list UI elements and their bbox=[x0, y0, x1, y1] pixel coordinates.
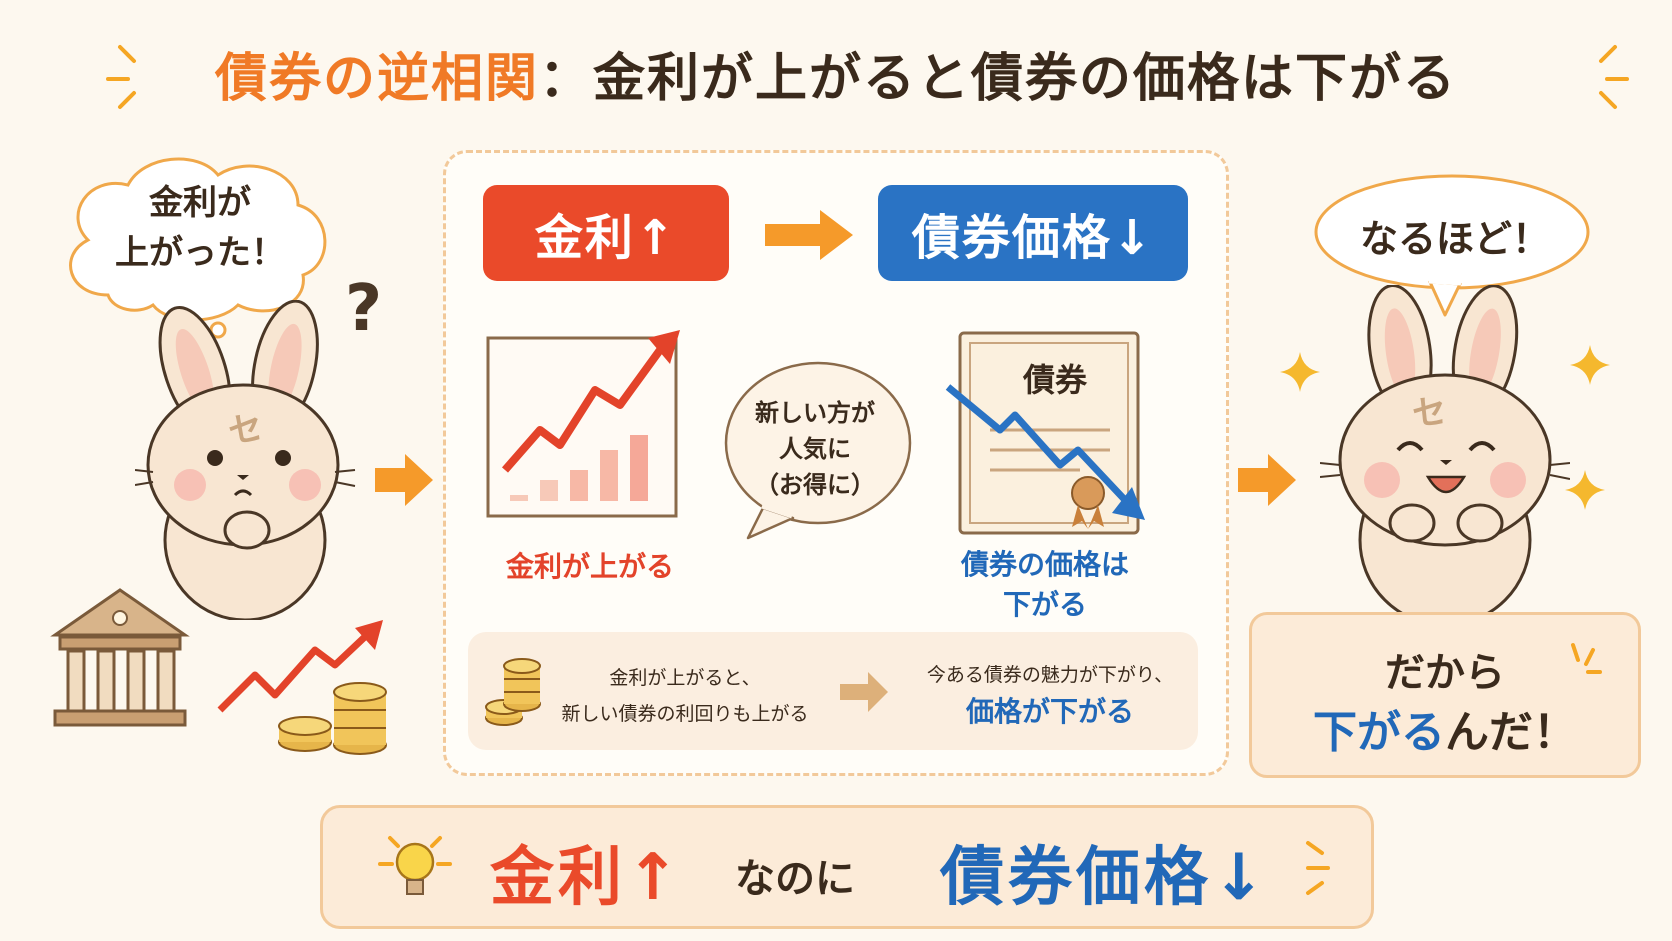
title-main: 金利が上がると債券の価格は下がる bbox=[593, 49, 1458, 109]
summary-left: 金利が上がると、 新しい債券の利回りも上がる bbox=[540, 660, 830, 732]
rising-arrow-icon bbox=[217, 620, 383, 713]
coins-icon bbox=[278, 682, 387, 755]
bond-caption-line-2: 下がる bbox=[1002, 588, 1087, 621]
bubble-text: 新しい方が 人気に （お得に） bbox=[735, 395, 895, 503]
bond-down-badge: 債券価格↓ bbox=[878, 185, 1188, 281]
summary-left-line-2: 新しい債券の利回りも上がる bbox=[561, 703, 809, 725]
conclusion-burst-icon bbox=[1571, 643, 1602, 674]
happy-bunny-icon bbox=[1320, 285, 1570, 615]
conclusion-line-2: 下がるんだ！ bbox=[1249, 696, 1641, 760]
bubble-line-1: 新しい方が bbox=[755, 399, 875, 427]
bond-caption: 債券の価格は 下がる bbox=[935, 545, 1155, 625]
rate-caption: 金利が上がる bbox=[505, 550, 674, 583]
conclusion-line-1: だから bbox=[1385, 650, 1505, 696]
bottom-bond-down: 債券価格↓ bbox=[940, 841, 1270, 915]
happy-bunny-head-mark: セ bbox=[1410, 391, 1449, 435]
falling-arrow-icon bbox=[945, 384, 1145, 520]
arrow-right-icon bbox=[375, 454, 433, 506]
badge-arrow-icon bbox=[765, 210, 853, 260]
conclusion-rest: んだ！ bbox=[1445, 707, 1577, 758]
bubble-line-3: （お得に） bbox=[755, 471, 875, 499]
bond-caption-line-1: 債券の価格は bbox=[960, 548, 1129, 581]
summary-right-line-1: 今ある債券の魅力が下がり、 bbox=[926, 664, 1174, 686]
right-speech-text: なるほど！ bbox=[1359, 217, 1550, 261]
bank-icon bbox=[50, 588, 190, 727]
bottom-rate-up: 金利↑ bbox=[490, 841, 684, 915]
title-separator: ： bbox=[538, 49, 593, 109]
sparkle-icon-3 bbox=[1565, 470, 1605, 510]
title-highlight: 債券の逆相関 bbox=[214, 49, 539, 109]
sparkle-icon bbox=[1280, 352, 1320, 392]
right-speech-bubble-icon bbox=[1314, 174, 1590, 317]
thought-text: 金利が 上がった！ bbox=[95, 178, 305, 278]
thought-line-2: 上がった！ bbox=[115, 233, 285, 273]
summary-right-line-2: 価格が下がる bbox=[965, 695, 1134, 728]
coin-stack-icon bbox=[485, 658, 541, 726]
rate-up-badge: 金利↑ bbox=[483, 185, 729, 281]
thinking-bunny-icon bbox=[135, 300, 356, 620]
summary-left-line-1: 金利が上がると、 bbox=[609, 667, 761, 689]
title-burst-left-icon bbox=[106, 45, 136, 109]
bottom-burst-icon bbox=[1306, 841, 1330, 895]
sparkle-icon-2 bbox=[1570, 345, 1610, 385]
rising-chart-icon bbox=[486, 330, 680, 518]
bond-certificate-icon bbox=[958, 331, 1140, 535]
arrow-right-icon-2 bbox=[1238, 454, 1296, 506]
bottom-middle-text: なのに bbox=[735, 856, 855, 902]
conclusion-highlight: 下がる bbox=[1313, 707, 1445, 758]
lightbulb-icon bbox=[378, 836, 452, 895]
thought-line-1: 金利が bbox=[149, 183, 251, 223]
page-title: 債券の逆相関：金利が上がると債券の価格は下がる bbox=[0, 36, 1672, 111]
bottom-banner bbox=[320, 805, 1374, 929]
bubble-line-2: 人気に bbox=[779, 435, 851, 463]
title-burst-right-icon bbox=[1599, 45, 1629, 109]
conclusion-box bbox=[1249, 612, 1641, 778]
summary-box bbox=[468, 632, 1198, 750]
summary-arrow-icon bbox=[840, 672, 888, 712]
speech-bubble-icon bbox=[724, 361, 912, 540]
question-mark: ? bbox=[345, 272, 383, 346]
certificate-title: 債券 bbox=[1022, 361, 1087, 399]
